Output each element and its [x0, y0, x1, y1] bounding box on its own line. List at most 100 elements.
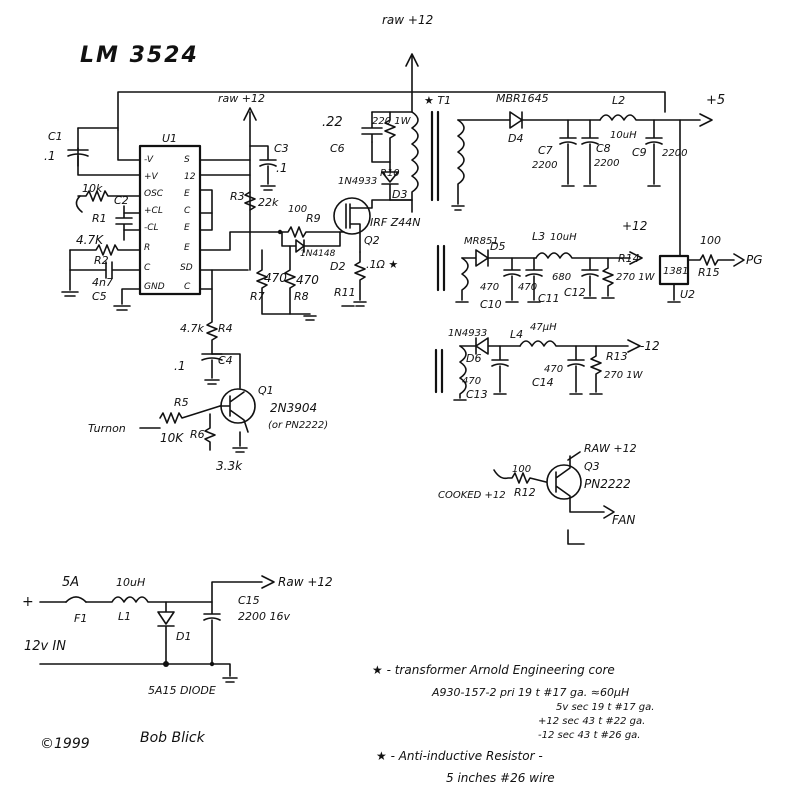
- u2-ground: [667, 283, 681, 303]
- ground-symbol: [451, 205, 465, 211]
- snubber-mid-wire: [371, 141, 391, 163]
- q1-ref: Q1: [258, 384, 274, 397]
- u2-value: 1381: [663, 266, 688, 277]
- r14-ref: R14: [618, 252, 640, 265]
- pg-arrow: [733, 253, 745, 267]
- r9-value: 100: [288, 204, 307, 215]
- r1-lead: [75, 195, 83, 213]
- l4-inductor-symbol: [519, 340, 629, 347]
- t1-core-lower: [436, 244, 446, 292]
- u1-ref: U1: [162, 132, 177, 145]
- c13-value: 470: [462, 376, 481, 387]
- u1-pin-label: C: [184, 282, 191, 292]
- r10-value: 220 1W: [372, 116, 412, 127]
- l4-ref: L4: [510, 328, 523, 341]
- fan-arrow: [603, 505, 615, 519]
- r7-value: 470: [264, 271, 287, 285]
- t1-neg12-secondary: [459, 345, 467, 399]
- c10-ref: C10: [480, 298, 502, 311]
- q1-collector-wire: [211, 353, 241, 389]
- u1-right-pins: S 12 E C E E SD C: [180, 155, 196, 292]
- c3-ref: C3: [274, 142, 289, 155]
- c1-value: .1: [44, 149, 55, 163]
- u1-pin-label: S: [184, 155, 190, 165]
- r2-ref: R2: [94, 254, 109, 267]
- u1-pin-label: OSC: [144, 189, 164, 199]
- u1-pin-label: E: [184, 243, 190, 253]
- u1-pin-label: E: [184, 189, 190, 199]
- c7-value: 2200: [532, 160, 557, 171]
- u1-pin-label: C: [144, 263, 151, 273]
- c1-capacitor-symbol: [67, 147, 89, 167]
- r15-resistor-symbol: [687, 254, 735, 266]
- q1-transistor-symbol: [219, 391, 249, 433]
- c2-capacitor-symbol: [115, 205, 133, 241]
- plus5-arrow: [699, 113, 713, 127]
- pg-label: PG: [746, 253, 763, 267]
- r5-ref: R5: [174, 396, 189, 409]
- ground-symbol: [303, 315, 317, 321]
- c3-value: .1: [276, 161, 287, 175]
- c5-value: 4n7: [92, 276, 113, 289]
- c4-value: .1: [174, 359, 185, 373]
- raw12-arrow: [405, 53, 419, 67]
- r6-value: 3.3k: [216, 459, 243, 473]
- r14-value: 270 1W: [616, 272, 656, 283]
- raw12-input-arrow: [261, 575, 275, 589]
- r11-ref: R11: [334, 286, 356, 299]
- junction-dot: [209, 661, 215, 667]
- d5-ref: D5: [490, 240, 505, 253]
- d2-diode-symbol: [281, 231, 341, 253]
- c8-value: 2200: [594, 158, 619, 169]
- u1-pos-v-wire: [77, 127, 141, 176]
- r4-value: 4.7k: [180, 322, 204, 335]
- c15-ref: C15: [238, 594, 260, 607]
- u1-neg-v-wire: [117, 129, 141, 161]
- u2-ref: U2: [680, 288, 695, 301]
- l3-value: 10uH: [550, 232, 577, 243]
- r13-ref: R13: [606, 350, 628, 363]
- t1-ref: ★ T1: [424, 94, 451, 107]
- c8-capacitor-symbol: [581, 119, 599, 185]
- r10-ref: R10: [380, 168, 400, 179]
- c13-capacitor-symbol: [491, 345, 509, 393]
- plus5-label: +5: [706, 93, 725, 108]
- u1-pin-label: -V: [144, 155, 154, 165]
- c5-ref: C5: [92, 290, 107, 303]
- r3-ref: R3: [230, 190, 245, 203]
- r1-value: 10k: [82, 182, 103, 195]
- q3-value: PN2222: [584, 477, 631, 491]
- r2-value: 4.7K: [76, 233, 104, 247]
- c6-ref: C6: [330, 142, 345, 155]
- ground-symbol: [204, 379, 220, 385]
- r13-value: 270 1W: [604, 370, 644, 381]
- note-transformer-line4: +12 sec 43 t #22 ga.: [538, 716, 645, 727]
- schematic-title: LM 3524: [80, 43, 199, 68]
- r7-ref: R7: [250, 290, 265, 303]
- c12-ref: C12: [564, 286, 586, 299]
- r1-resistor-symbol: [77, 190, 141, 202]
- c9-capacitor-symbol: [645, 119, 663, 185]
- ground-symbol: [453, 393, 603, 401]
- r8-value: 470: [296, 273, 319, 287]
- t1-core: [430, 110, 440, 202]
- t1-12v-secondary: [461, 257, 469, 301]
- c12-capacitor-symbol: [581, 257, 599, 297]
- junction-dot: [277, 229, 283, 235]
- r15-value: 100: [700, 234, 721, 247]
- junction-dot: [163, 661, 169, 667]
- d3-ref: D3: [392, 188, 407, 201]
- c7-ref: C7: [538, 144, 553, 157]
- c9-ref: C9: [632, 146, 647, 159]
- c14-ref: C14: [532, 376, 554, 389]
- neg12-arrow: [627, 339, 641, 353]
- ground-symbol: [113, 305, 131, 311]
- r10-resistor-symbol: [384, 111, 396, 163]
- c10-capacitor-symbol: [503, 257, 521, 301]
- raw12-u1-label: raw +12: [218, 92, 265, 105]
- r9-ref: R9: [306, 212, 321, 225]
- q3-transistor-symbol: [555, 455, 605, 513]
- l2-ref: L2: [612, 94, 625, 107]
- l3-ref: L3: [532, 230, 545, 243]
